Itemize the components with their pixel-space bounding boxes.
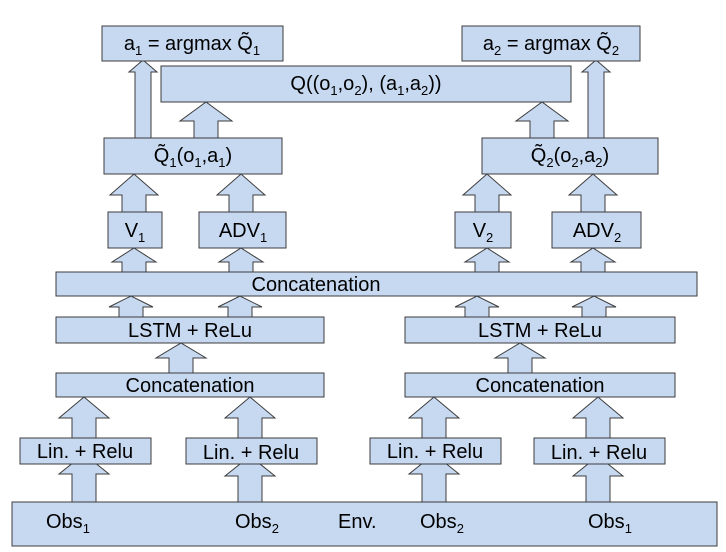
joint-q-box: [160, 65, 572, 103]
lin2-label: Lin. + Relu: [203, 442, 299, 464]
v2-label: V2: [473, 220, 494, 245]
q1-box: [103, 137, 283, 175]
arrow-concat-to-v2: [463, 247, 511, 273]
q1-label: Q̃1(o1,a1): [154, 144, 232, 170]
arrow-concat-to-adv1: [217, 247, 265, 273]
diagram-boxes: [11, 25, 718, 547]
obs1-left-label: Obs1: [46, 511, 90, 536]
arrow-q1-to-action1: [127, 59, 159, 139]
diagram-labels: a1 = argmax Q̃1 a2 = argmax Q̃2 Q((o1,o2…: [37, 32, 647, 536]
lstm-right-label: LSTM + ReLu: [478, 320, 602, 342]
lin3-box: [369, 437, 502, 465]
concat-top-box: [55, 271, 698, 297]
arrow-q1-to-joint-q: [178, 101, 234, 139]
obs1-right-label: Obs1: [588, 511, 632, 536]
lstm-left-box: [55, 316, 325, 344]
arrow-lin4-to-concat-right: [571, 396, 625, 439]
action1-box: [101, 25, 284, 62]
arrow-concat-right-to-lstm-right: [493, 342, 547, 374]
env-label: Env.: [338, 511, 377, 533]
adv2-label: ADV2: [573, 220, 621, 245]
lin1-label: Lin. + Relu: [37, 441, 133, 463]
lstm-left-label: LSTM + ReLu: [128, 320, 252, 342]
flow-arrows: [57, 59, 625, 503]
q2-label: Q̃2(o2,a2): [531, 144, 609, 170]
lin4-box: [533, 437, 666, 465]
concat-top-label: Concatenation: [252, 274, 381, 296]
arrow-v1-to-q1: [108, 173, 160, 213]
adv1-label: ADV1: [219, 220, 267, 245]
v2-box: [454, 211, 512, 249]
obs2-right-label: Obs2: [420, 511, 464, 536]
v1-box: [107, 211, 163, 249]
obs2-left-label: Obs2: [235, 511, 279, 536]
lin1-box: [19, 437, 152, 465]
arrow-lstm-left-to-concat-top-1: [108, 295, 154, 318]
concat-right-label: Concatenation: [476, 375, 605, 397]
arrow-lin2-to-concat-left: [223, 396, 277, 439]
arrow-obs2-to-lin2: [223, 455, 277, 503]
arrow-concat-to-v1: [110, 247, 158, 273]
v1-label: V1: [125, 220, 146, 245]
action2-box: [461, 25, 641, 62]
arrow-lstm-right-to-concat-top-2: [571, 295, 617, 318]
arrow-lstm-left-to-concat-top-2: [217, 295, 263, 318]
arrow-lin3-to-concat-right: [407, 396, 461, 439]
arrow-concat-left-to-lstm-left: [154, 342, 208, 374]
adv2-box: [551, 211, 642, 249]
action1-label: a1 = argmax Q̃1: [124, 32, 260, 58]
lin2-box: [185, 437, 318, 465]
concat-right-box: [404, 372, 676, 398]
concat-left-label: Concatenation: [126, 375, 255, 397]
arrow-v2-to-q2: [461, 173, 513, 213]
arrow-lstm-right-to-concat-top-1: [454, 295, 500, 318]
adv1-box: [198, 211, 287, 249]
arrow-q2-to-action2: [580, 59, 612, 139]
lin4-label: Lin. + Relu: [551, 442, 647, 464]
arrow-adv1-to-q1: [215, 173, 267, 213]
action2-label: a2 = argmax Q̃2: [483, 32, 619, 58]
arrow-obs1b-to-lin4: [571, 455, 625, 503]
lstm-right-box: [404, 316, 676, 344]
lin3-label: Lin. + Relu: [387, 441, 483, 463]
joint-q-label: Q((o1,o2), (a1,a2)): [290, 73, 441, 98]
arrow-adv2-to-q2: [567, 173, 619, 213]
q2-box: [481, 137, 659, 175]
arrow-concat-to-adv2: [569, 247, 617, 273]
arrow-lin1-to-concat-left: [57, 396, 111, 439]
arrow-q2-to-joint-q: [514, 101, 570, 139]
environment-box: [11, 501, 718, 547]
concat-left-box: [55, 372, 325, 398]
